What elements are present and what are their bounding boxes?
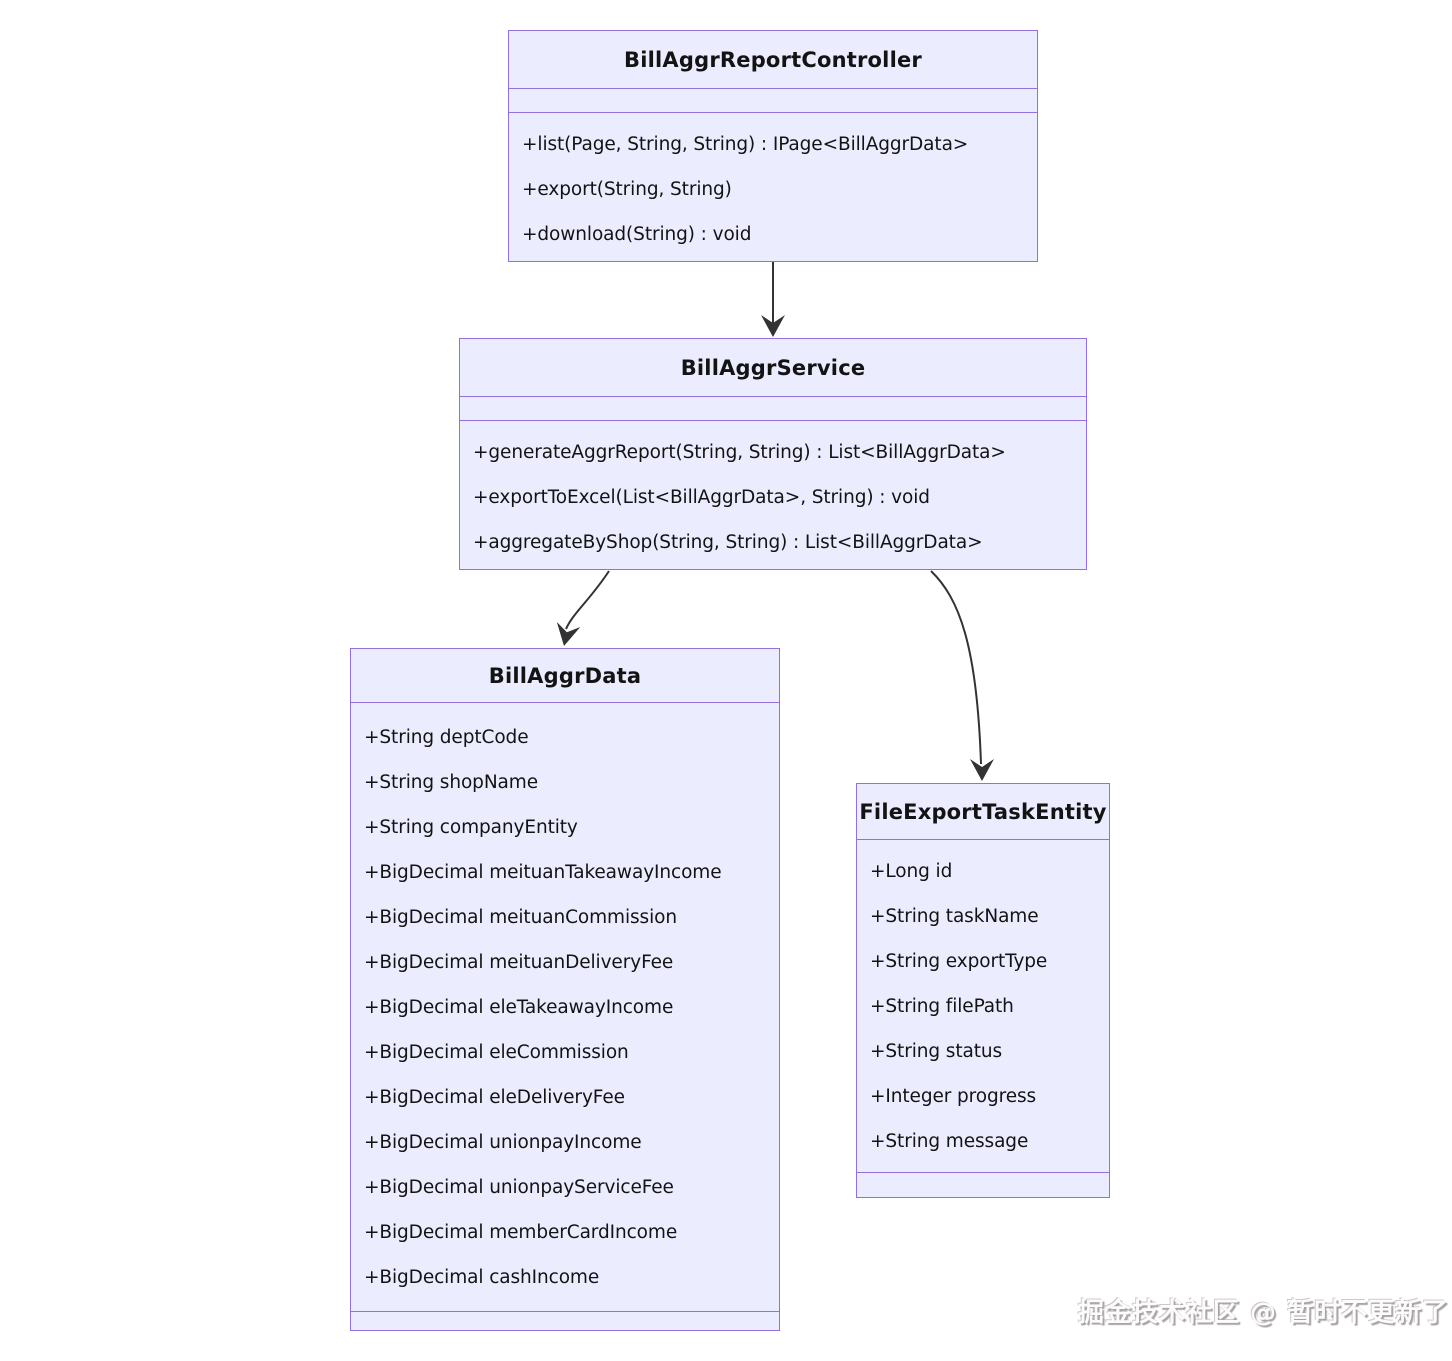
methods-compartment-empty: [857, 1172, 1109, 1197]
arrow-service-to-fileexporttaskentity: [930, 570, 994, 781]
member-row: +BigDecimal eleTakeawayIncome: [364, 997, 674, 1018]
member-row: +BigDecimal eleDeliveryFee: [364, 1087, 625, 1108]
arrow-service-to-billaggrdata: [556, 570, 610, 646]
class-box-billaggrservice: BillAggrService +generateAggrReport(Stri…: [459, 338, 1087, 570]
methods-compartment-empty: [351, 1311, 779, 1330]
member-row: +Long id: [870, 861, 953, 882]
member-row: +exportToExcel(List<BillAggrData>, Strin…: [473, 487, 930, 508]
attributes-compartment-empty: [460, 397, 1086, 421]
arrow-controller-to-service: [761, 262, 785, 337]
class-title: BillAggrService: [460, 339, 1086, 397]
class-title: FileExportTaskEntity: [857, 784, 1109, 840]
member-row: +String deptCode: [364, 727, 529, 748]
class-title: BillAggrReportController: [509, 31, 1037, 89]
attributes-compartment: +Long id +String taskName +String exportTy…: [857, 840, 1109, 1172]
member-row: +String companyEntity: [364, 817, 578, 838]
member-row: +BigDecimal meituanCommission: [364, 907, 677, 928]
member-row: +String status: [870, 1041, 1003, 1062]
member-row: +BigDecimal eleCommission: [364, 1042, 629, 1063]
attributes-compartment-empty: [509, 89, 1037, 113]
class-box-billaggrdata: BillAggrData +String deptCode +String sho…: [350, 648, 780, 1331]
member-row: +String shopName: [364, 772, 538, 793]
methods-compartment: +list(Page, String, String) : IPage<Bill…: [509, 113, 1037, 261]
member-row: +Integer progress: [870, 1086, 1037, 1107]
methods-compartment: +generateAggrReport(String, String) : Li…: [460, 421, 1086, 569]
member-row: +generateAggrReport(String, String) : Li…: [473, 442, 1006, 463]
member-row: +BigDecimal memberCardIncome: [364, 1222, 678, 1243]
member-row: +BigDecimal meituanTakeawayIncome: [364, 862, 722, 883]
member-row: +String exportType: [870, 951, 1048, 972]
member-row: +download(String) : void: [522, 224, 752, 245]
class-box-fileexporttaskentity: FileExportTaskEntity +Long id +String tas…: [856, 783, 1110, 1198]
attributes-compartment: +String deptCode +String shopName +String …: [351, 703, 779, 1311]
member-row: +export(String, String): [522, 179, 732, 200]
member-row: +BigDecimal cashIncome: [364, 1267, 600, 1288]
member-row: +list(Page, String, String) : IPage<Bill…: [522, 134, 969, 155]
class-title: BillAggrData: [351, 649, 779, 703]
member-row: +BigDecimal unionpayServiceFee: [364, 1177, 674, 1198]
watermark: 掘金技术社区 @ 暂时不更新了: [1078, 1298, 1450, 1328]
member-row: +String taskName: [870, 906, 1039, 927]
class-box-billaggrreportcontroller: BillAggrReportController +list(Page, Str…: [508, 30, 1038, 262]
member-row: +aggregateByShop(String, String) : List<…: [473, 532, 983, 553]
member-row: +BigDecimal unionpayIncome: [364, 1132, 642, 1153]
member-row: +String message: [870, 1131, 1029, 1152]
member-row: +BigDecimal meituanDeliveryFee: [364, 952, 674, 973]
member-row: +String filePath: [870, 996, 1014, 1017]
